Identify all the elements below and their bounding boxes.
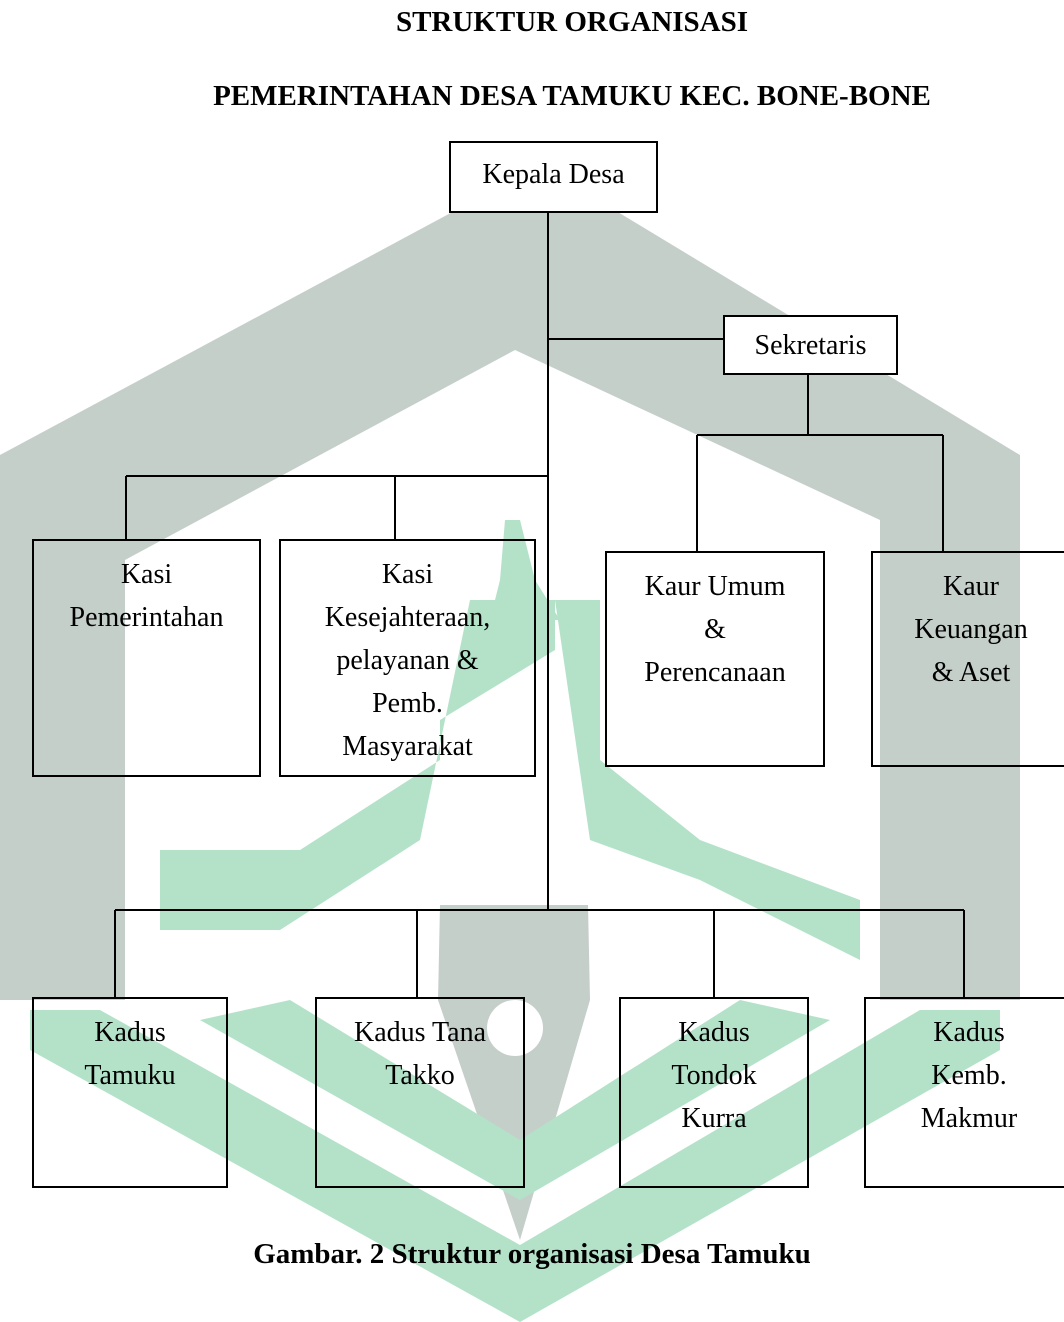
node-label-line: Perencanaan — [644, 657, 786, 688]
node-label-line: Kadus — [933, 1017, 1005, 1048]
node-label: Kepala Desa — [482, 159, 625, 190]
node-label-line: & Aset — [931, 657, 1011, 688]
node-kasi-pemerintahan: Kasi Pemerintahan — [32, 539, 261, 777]
node-kadus-kemb-makmur: Kadus Kemb. Makmur — [864, 997, 1064, 1188]
node-sekretaris: Sekretaris — [723, 315, 898, 375]
node-label-line: Kadus — [678, 1017, 750, 1048]
node-label-line: Kadus — [94, 1017, 166, 1048]
node-label-line: Pemb. — [372, 688, 443, 719]
watermark-pen-hole — [487, 1000, 543, 1056]
node-kaur-keuangan: Kaur Keuangan & Aset — [871, 551, 1064, 767]
watermark-pen-nib — [438, 905, 590, 1240]
watermark-inner-chevron — [200, 1000, 830, 1200]
node-kadus-tondok-kurra: Kadus Tondok Kurra — [619, 997, 809, 1188]
watermark-right-arm — [555, 600, 860, 960]
node-label-line: Kadus Tana — [353, 1017, 487, 1048]
node-label-line: Kaur — [943, 571, 999, 602]
watermark-chevron — [30, 1010, 1000, 1322]
title-line-1: STRUKTUR ORGANISASI — [395, 6, 749, 38]
node-label-line: Tamuku — [84, 1060, 176, 1091]
watermark-left-arm — [160, 600, 555, 930]
node-label-line: Kasi — [381, 559, 434, 590]
node-label-line: Tondok — [671, 1060, 757, 1091]
node-label-line: Kemb. — [931, 1060, 1007, 1091]
node-label-line: Makmur — [920, 1103, 1018, 1134]
node-kadus-tamuku: Kadus Tamuku — [32, 997, 228, 1188]
node-label-line: Kurra — [681, 1103, 747, 1134]
node-label-line: Kesejahteraan, — [324, 602, 491, 633]
node-kepala-desa: Kepala Desa — [449, 141, 658, 213]
node-label-line: Keuangan — [914, 614, 1028, 645]
node-label: Sekretaris — [754, 330, 867, 361]
node-kaur-umum: Kaur Umum & Perencanaan — [605, 551, 825, 767]
node-label-line: & — [704, 614, 726, 645]
node-label-line: pelayanan & — [336, 645, 479, 676]
node-kadus-tana-takko: Kadus Tana Takko — [315, 997, 525, 1188]
figure-caption: Gambar. 2 Struktur organisasi Desa Tamuk… — [253, 1238, 811, 1270]
node-kasi-kesejahteraan: Kasi Kesejahteraan, pelayanan & Pemb. Ma… — [279, 539, 536, 777]
node-label-line: Kasi — [120, 559, 173, 590]
node-label-line: Masyarakat — [342, 731, 473, 762]
title-line-2: PEMERINTAHAN DESA TAMUKU KEC. BONE-BONE — [213, 80, 931, 112]
node-label-line: Takko — [385, 1060, 455, 1091]
node-label-line: Pemerintahan — [69, 602, 224, 633]
watermark-spire — [490, 520, 560, 620]
node-label-line: Kaur Umum — [644, 571, 786, 602]
